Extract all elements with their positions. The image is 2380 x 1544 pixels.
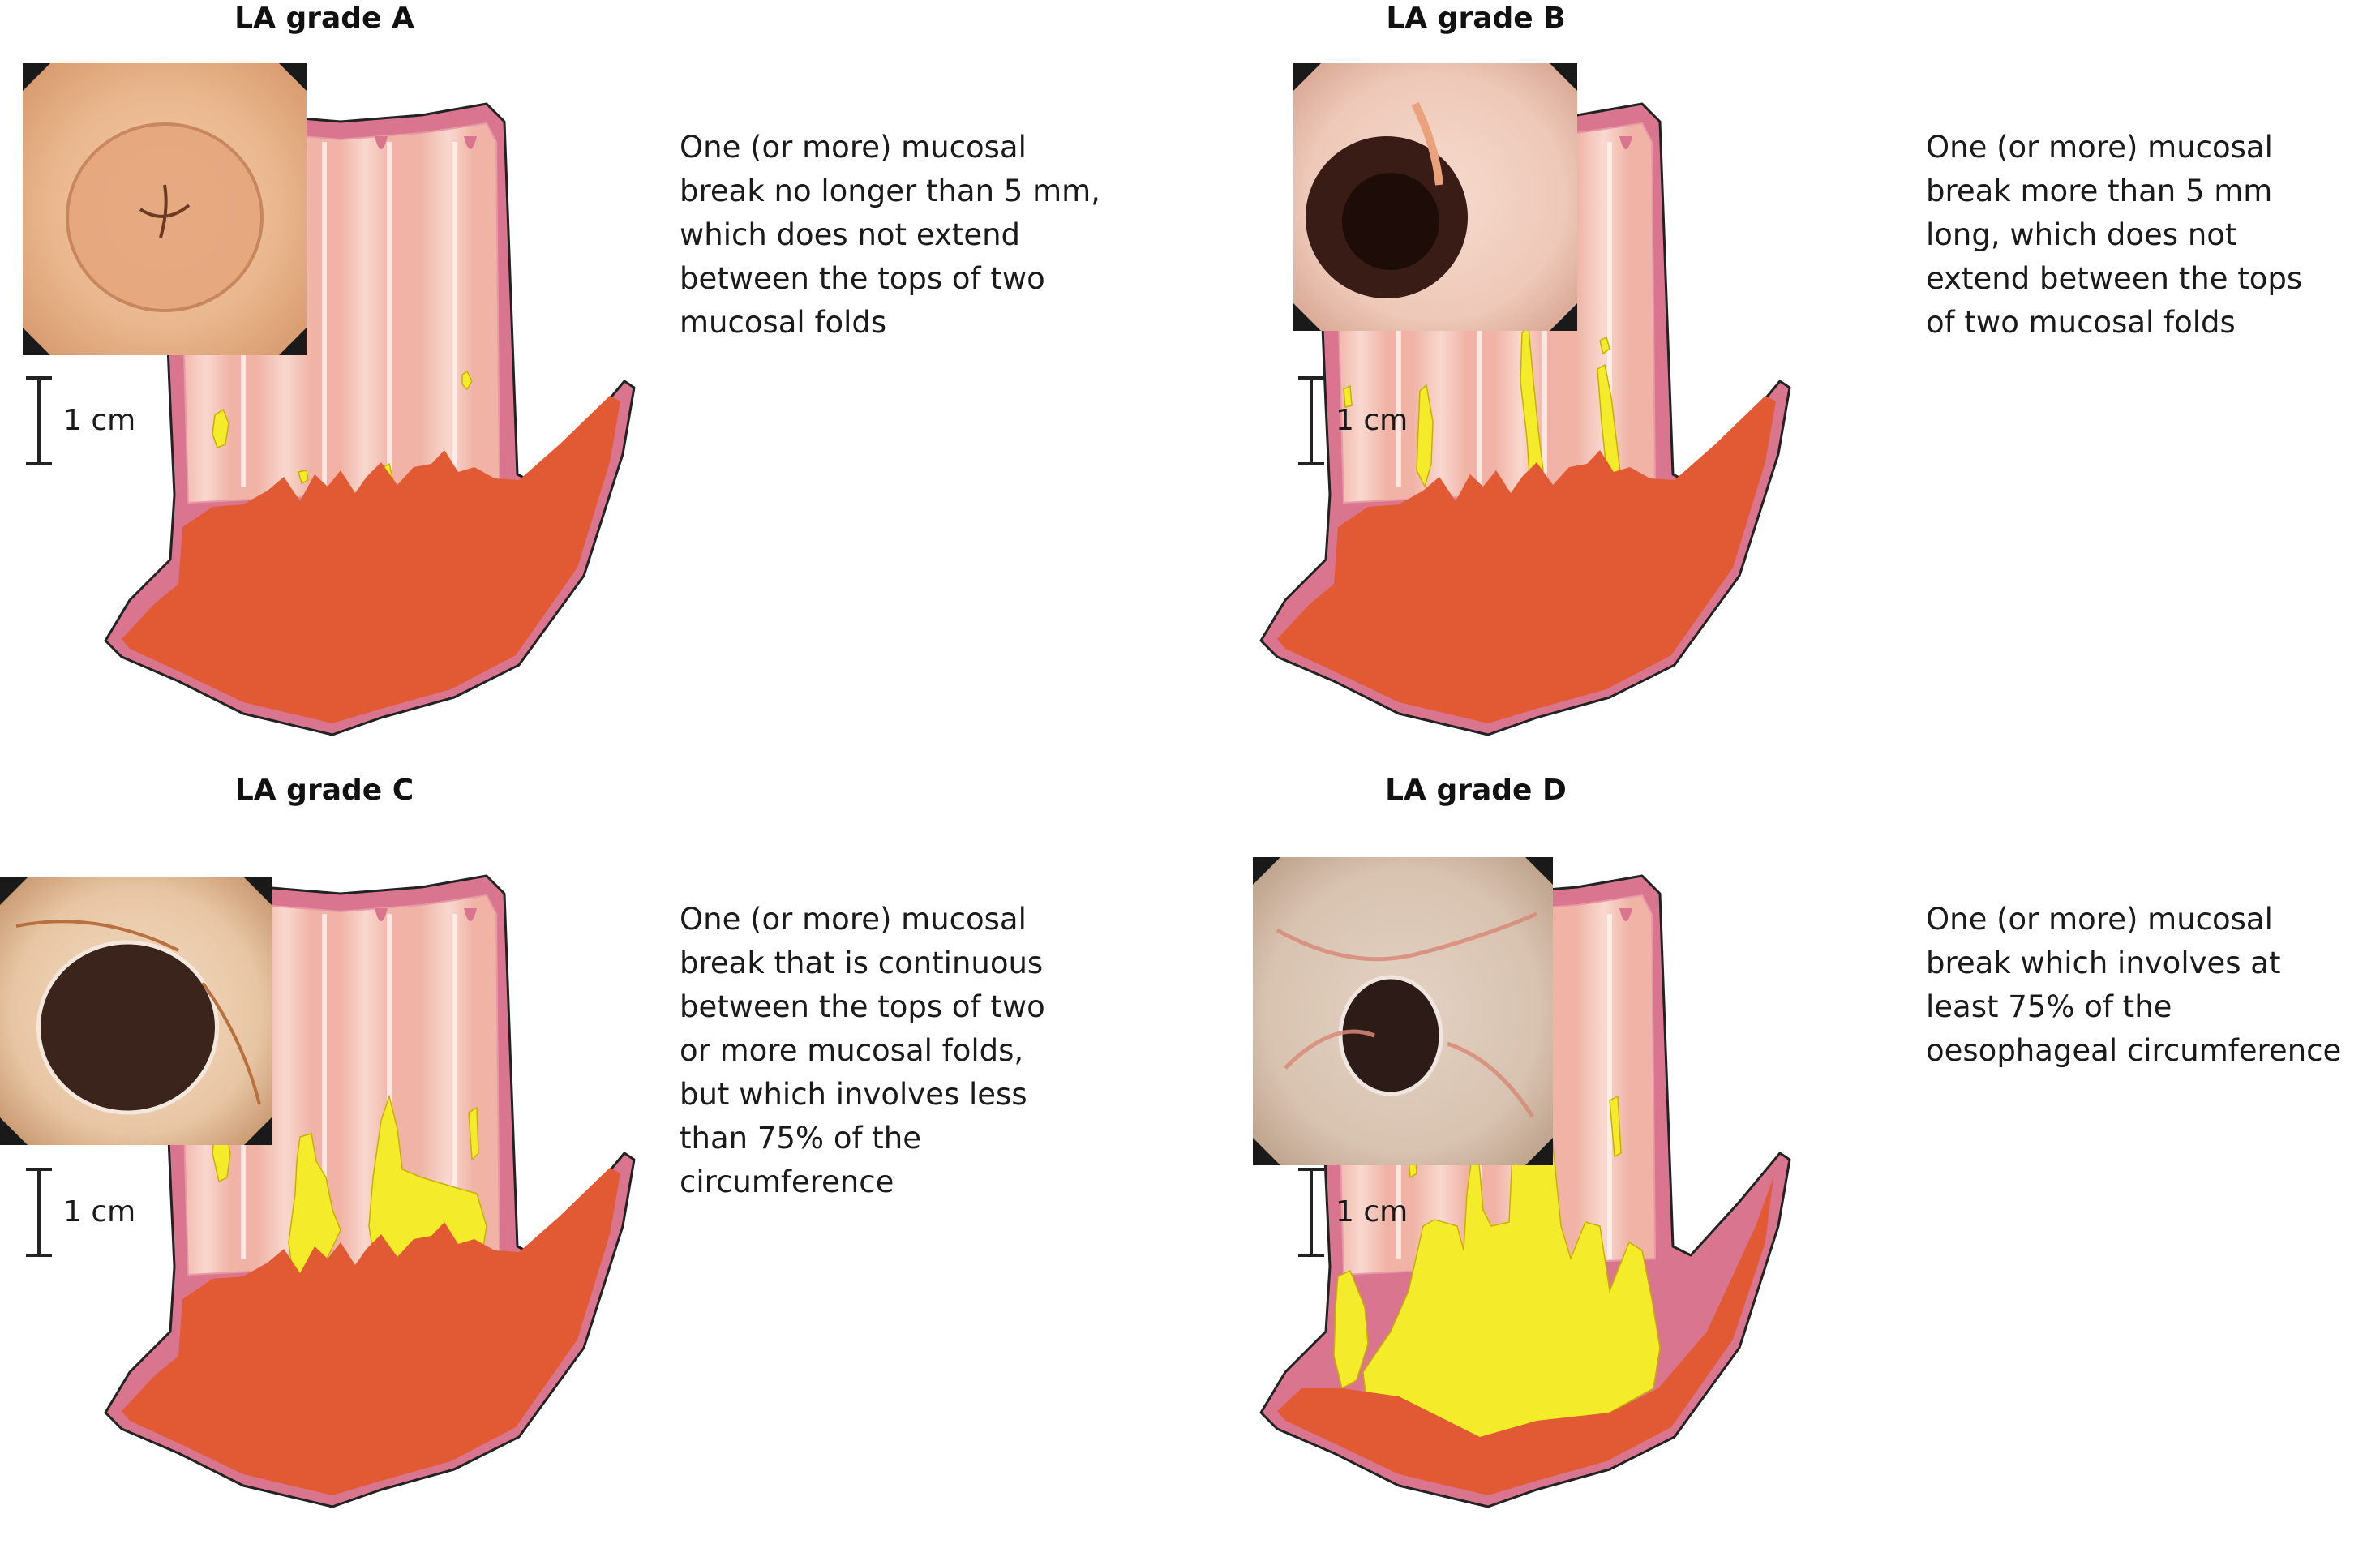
oesophagus-diagram bbox=[1253, 857, 1791, 1508]
oesophagus-diagram bbox=[1259, 63, 1791, 736]
wall-drip bbox=[375, 908, 388, 921]
scale-bar: 1 cm bbox=[21, 376, 151, 465]
scale-bar: 1 cm bbox=[1293, 1168, 1423, 1257]
grade-panel-c: LA grade C 1 cm One (or more) mucosal brea… bbox=[0, 772, 1156, 1544]
mucosal-break-4 bbox=[1609, 1095, 1622, 1158]
grade-title: LA grade D bbox=[1385, 774, 1567, 807]
endoscopy-photo bbox=[23, 63, 307, 355]
grade-description: One (or more) mucosal break more than 5 … bbox=[1926, 130, 2303, 340]
endoscopy-photo bbox=[0, 877, 272, 1145]
scale-label: 1 cm bbox=[1336, 404, 1409, 437]
oesophagus-diagram bbox=[0, 874, 636, 1508]
mucosal-break-3 bbox=[461, 370, 473, 391]
mucosal-break-1 bbox=[1333, 1269, 1369, 1390]
scale-label: 1 cm bbox=[1336, 1195, 1409, 1229]
mucosal-break-4 bbox=[1599, 336, 1610, 355]
scale-bar: 1 cm bbox=[21, 1168, 151, 1257]
endoscopy-photo bbox=[1293, 63, 1577, 331]
scale-label: 1 cm bbox=[63, 1195, 136, 1229]
wall-drip bbox=[1619, 136, 1632, 149]
stomach-region bbox=[122, 1168, 620, 1495]
stomach-region bbox=[1277, 1177, 1773, 1495]
oesophagus-diagram bbox=[23, 63, 636, 736]
scale-bar: 1 cm bbox=[1293, 376, 1423, 465]
mucosal-break-4 bbox=[298, 470, 309, 485]
mucosal-break-1 bbox=[212, 408, 229, 448]
wall-drip bbox=[375, 136, 388, 149]
mucosal-break-1 bbox=[1343, 384, 1353, 408]
scale-label: 1 cm bbox=[63, 404, 136, 437]
mucosal-break-2 bbox=[1416, 384, 1434, 489]
grade-panel-b: LA grade B 1 cm One (or more) mucosal brea… bbox=[1156, 0, 2311, 772]
grade-title: LA grade B bbox=[1386, 2, 1566, 35]
grade-description: One (or more) mucosal break which involv… bbox=[1926, 902, 2342, 1068]
grade-description: One (or more) mucosal break that is cont… bbox=[680, 902, 1045, 1199]
wall-drip bbox=[464, 136, 477, 149]
grade-description: One (or more) mucosal break no longer th… bbox=[680, 130, 1100, 340]
stomach-region bbox=[1277, 396, 1776, 723]
endoscopy-photo bbox=[1253, 857, 1553, 1165]
wall-drip bbox=[1619, 908, 1632, 921]
stomach-region bbox=[122, 396, 620, 723]
grade-title: LA grade A bbox=[234, 2, 414, 35]
mucosal-break-4 bbox=[468, 1106, 479, 1161]
grade-panel-a: LA grade A 1 cm One (or more) mucosal brea… bbox=[0, 0, 1156, 772]
grade-panel-d: LA grade D 1 cm One (or more) mucosal brea… bbox=[1156, 772, 2341, 1544]
grade-title: LA grade C bbox=[234, 774, 414, 807]
wall-drip bbox=[464, 908, 477, 921]
